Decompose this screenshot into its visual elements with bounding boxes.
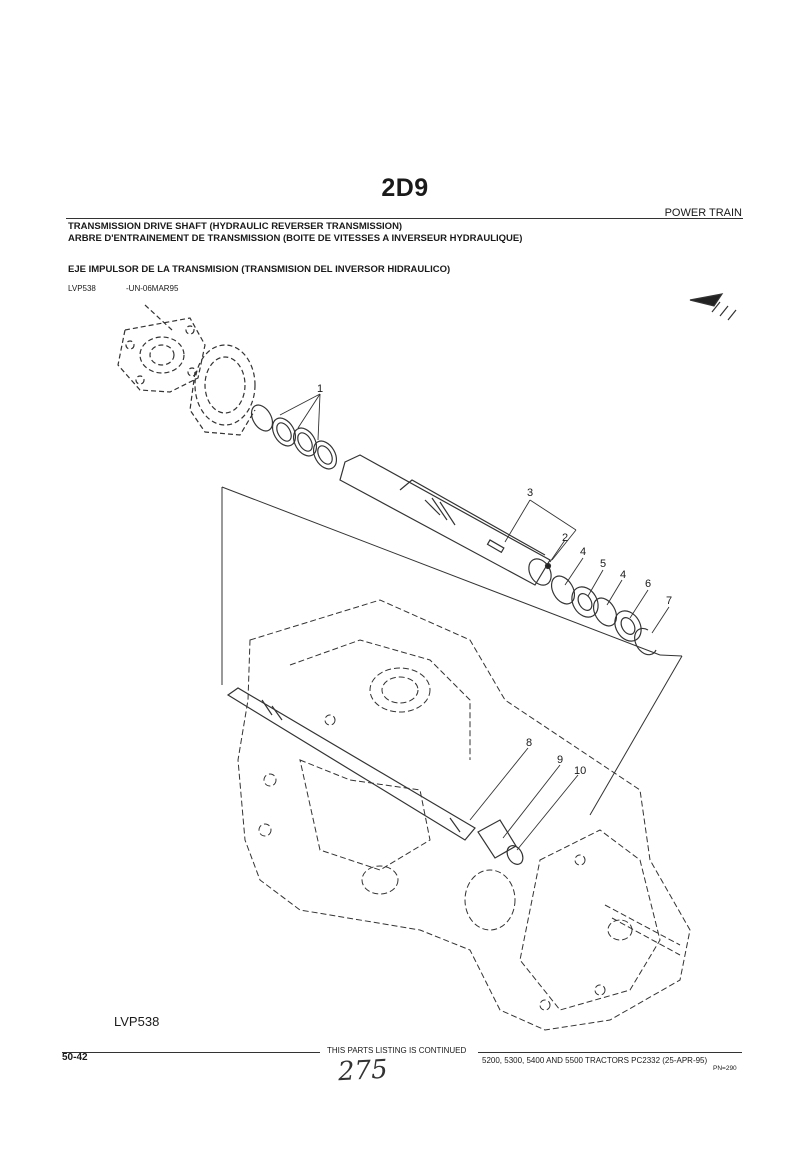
callout-4b: 4 xyxy=(620,569,626,581)
page-number: 50-42 xyxy=(62,1052,88,1063)
section-title: POWER TRAIN xyxy=(664,207,742,219)
callout-numbers: 1 2 3 4 5 4 6 7 8 9 10 xyxy=(317,383,672,777)
callout-leaders xyxy=(279,393,670,851)
callout-4a: 4 xyxy=(580,546,586,558)
callout-9: 9 xyxy=(557,754,563,766)
transmission-case xyxy=(237,599,691,1031)
figure-label: LVP538 xyxy=(114,1014,160,1029)
continued-note: THIS PARTS LISTING IS CONTINUED xyxy=(327,1046,467,1055)
handwritten-note: 275 xyxy=(337,1054,389,1088)
callout-7: 7 xyxy=(666,595,672,607)
callout-3: 3 xyxy=(527,487,533,499)
page-code: 2D9 xyxy=(381,174,429,202)
seal-rings xyxy=(250,404,338,470)
callout-5: 5 xyxy=(600,558,606,570)
callout-6: 6 xyxy=(645,578,651,590)
reverser-hub xyxy=(189,344,256,436)
flange-housing xyxy=(117,304,206,393)
direction-arrow-icon xyxy=(689,293,737,321)
figure-ref-code: LVP538 xyxy=(68,284,96,293)
callout-1: 1 xyxy=(317,383,323,395)
title-spanish: EJE IMPULSOR DE LA TRANSMISION (TRANSMIS… xyxy=(68,264,451,275)
header-rule xyxy=(66,218,743,219)
figure-ref-date: -UN-06MAR95 xyxy=(126,284,179,293)
callout-8: 8 xyxy=(526,737,532,749)
assembly-outline xyxy=(221,486,683,816)
title-french: ARBRE D'ENTRAINEMENT DE TRANSMISSION (BO… xyxy=(68,233,523,244)
footer-rule-left xyxy=(62,1052,320,1053)
pn-number: PN=290 xyxy=(713,1065,737,1072)
title-english: TRANSMISSION DRIVE SHAFT (HYDRAULIC REVE… xyxy=(68,221,403,232)
footer-rule-right xyxy=(478,1052,742,1053)
callout-2: 2 xyxy=(562,532,568,544)
drive-shaft-main xyxy=(339,454,552,586)
model-list: 5200, 5300, 5400 AND 5500 TRACTORS PC233… xyxy=(482,1056,708,1065)
callout-10: 10 xyxy=(574,765,586,777)
bearing-stack xyxy=(550,575,657,656)
input-shaft xyxy=(226,687,524,865)
